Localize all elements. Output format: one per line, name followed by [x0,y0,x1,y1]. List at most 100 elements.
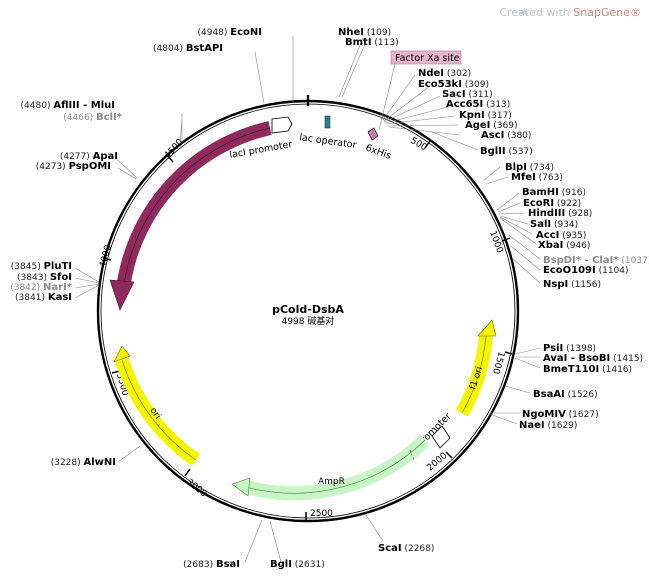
site-position: (935) [559,231,586,241]
restriction-site-label: (4466) BclI* [63,112,122,123]
site-name: NheI [338,27,364,38]
restriction-site-label: NgoMIV (1627) [522,409,599,420]
site-name: SalI [530,219,551,230]
site-position: (734) [527,163,554,173]
site-position: (916) [559,188,586,198]
site-position: (311) [466,90,493,100]
restriction-site: (4277) ApaI [60,151,118,162]
restriction-site-label: NheI (109) [338,27,391,38]
restriction-site: (3842) NarI* [10,282,73,293]
site-name: PspOMI [69,161,111,172]
site-name: KasI [48,292,72,303]
restriction-site-label: EcoRI (922) [523,198,581,209]
site-position: (1104) [596,266,629,276]
tick-1500: 1500 [490,350,506,375]
restriction-site: (4273) PspOMI [36,161,111,172]
restriction-site-label: BsaAI (1526) [533,389,598,400]
restriction-site-label: NdeI (302) [418,68,471,79]
restriction-site-label: PsiI (1398) [543,343,596,354]
restriction-site: (3845) PluTI [11,261,72,272]
site-name: NspI [543,279,568,290]
restriction-site: EcoRI (922) [523,198,581,209]
site-position: (1156) [568,280,601,290]
site-position: (3841) [15,293,48,303]
site-position: (3228) [51,458,84,468]
restriction-site-label: AscI (380) [481,130,531,141]
restriction-site: BmtI (113) [345,37,399,48]
snapgene-logo-icon [520,8,528,14]
site-position: (317) [485,111,512,121]
ampr-feature: AmpR [231,434,430,501]
site-position: (1415) [610,354,643,364]
restriction-site-label: (3843) SfoI [17,272,72,283]
site-position: (309) [462,80,489,90]
restriction-site-label: BspDI* - ClaI* (1037) [543,255,649,266]
restriction-site: SacI (311) [442,89,493,100]
site-name: NaeI [519,420,545,431]
restriction-site-label: NaeI (1629) [519,420,577,431]
site-position: (1416) [599,365,632,375]
site-position: (4948) [197,28,230,38]
site-position: (3845) [11,262,44,272]
restriction-site: NaeI (1629) [519,420,577,431]
restriction-site: BglII (537) [480,146,533,157]
site-name: XbaI [538,240,563,251]
restriction-site: XbaI (946) [538,240,590,251]
site-name: NdeI [418,68,444,79]
site-name: BstAPI [186,43,223,54]
restriction-site: (3841) KasI [15,292,72,303]
restriction-site: KpnI (317) [459,110,512,121]
site-position: (113) [372,38,399,48]
site-name: NgoMIV [522,409,566,420]
site-name: AflIII - MluI [53,100,115,111]
site-name: BglII [480,146,506,157]
tick-4000: 4000 [98,244,114,269]
restriction-site: Acc65I (313) [446,99,510,110]
restriction-site-label: AvaI - BsoBI (1415) [543,353,643,364]
f1-ori-feature: f1 ori [455,319,497,417]
factor-xa-feature: Factor Xa site [378,50,462,131]
site-name: BmtI [345,37,372,48]
restriction-site-label: (4277) ApaI [60,151,118,162]
site-name: ApaI [93,151,118,162]
restriction-site: BmeT110I (1416) [543,364,632,375]
site-name: PsiI [543,343,563,354]
site-name: BmeT110I [543,364,599,375]
lac-operator-feature: lac operator [299,115,357,151]
restriction-site: Eco53kI (309) [418,79,489,90]
site-name: EcoRI [523,198,554,209]
site-position: (922) [554,199,581,209]
site-name: BspDI* - ClaI* [543,255,619,266]
tick-500: 500 [409,136,429,153]
restriction-site-label: XbaI (946) [538,240,590,251]
site-name: SfoI [50,272,72,283]
restriction-site-label: KpnI (317) [459,110,512,121]
site-position: (946) [563,241,590,251]
restriction-site-label: SalI (934) [530,219,578,230]
site-position: (3842) [10,283,43,293]
restriction-site: NspI (1156) [543,279,601,290]
restriction-site: (4804) BstAPI [153,43,223,54]
restriction-site: AccI (935) [536,230,586,241]
laci-feature: lacI [109,121,272,311]
ori-feature: ori [113,345,201,466]
restriction-site-label: (4273) PspOMI [36,161,111,172]
restriction-site: (3843) SfoI [17,272,72,283]
restriction-site-label: EcoO109I (1104) [543,265,629,276]
site-name: BamHI [522,187,559,198]
restriction-site: BsaAI (1526) [533,389,598,400]
site-position: (380) [504,131,531,141]
plasmid-name: pCold-DsbA [272,303,344,316]
restriction-site-label: (3842) NarI* [10,282,73,293]
restriction-site-label: BglI (2631) [270,559,325,570]
ampr-label: AmpR [318,477,345,487]
site-position: (1526) [565,390,598,400]
restriction-site-label: ScaI (2268) [378,543,434,554]
site-position: (1627) [566,410,599,420]
restriction-site-label: (3845) PluTI [11,261,72,272]
restriction-site: PsiI (1398) [543,343,596,354]
site-position: (313) [483,100,510,110]
restriction-site: SalI (934) [530,219,578,230]
site-name: KpnI [459,110,485,121]
